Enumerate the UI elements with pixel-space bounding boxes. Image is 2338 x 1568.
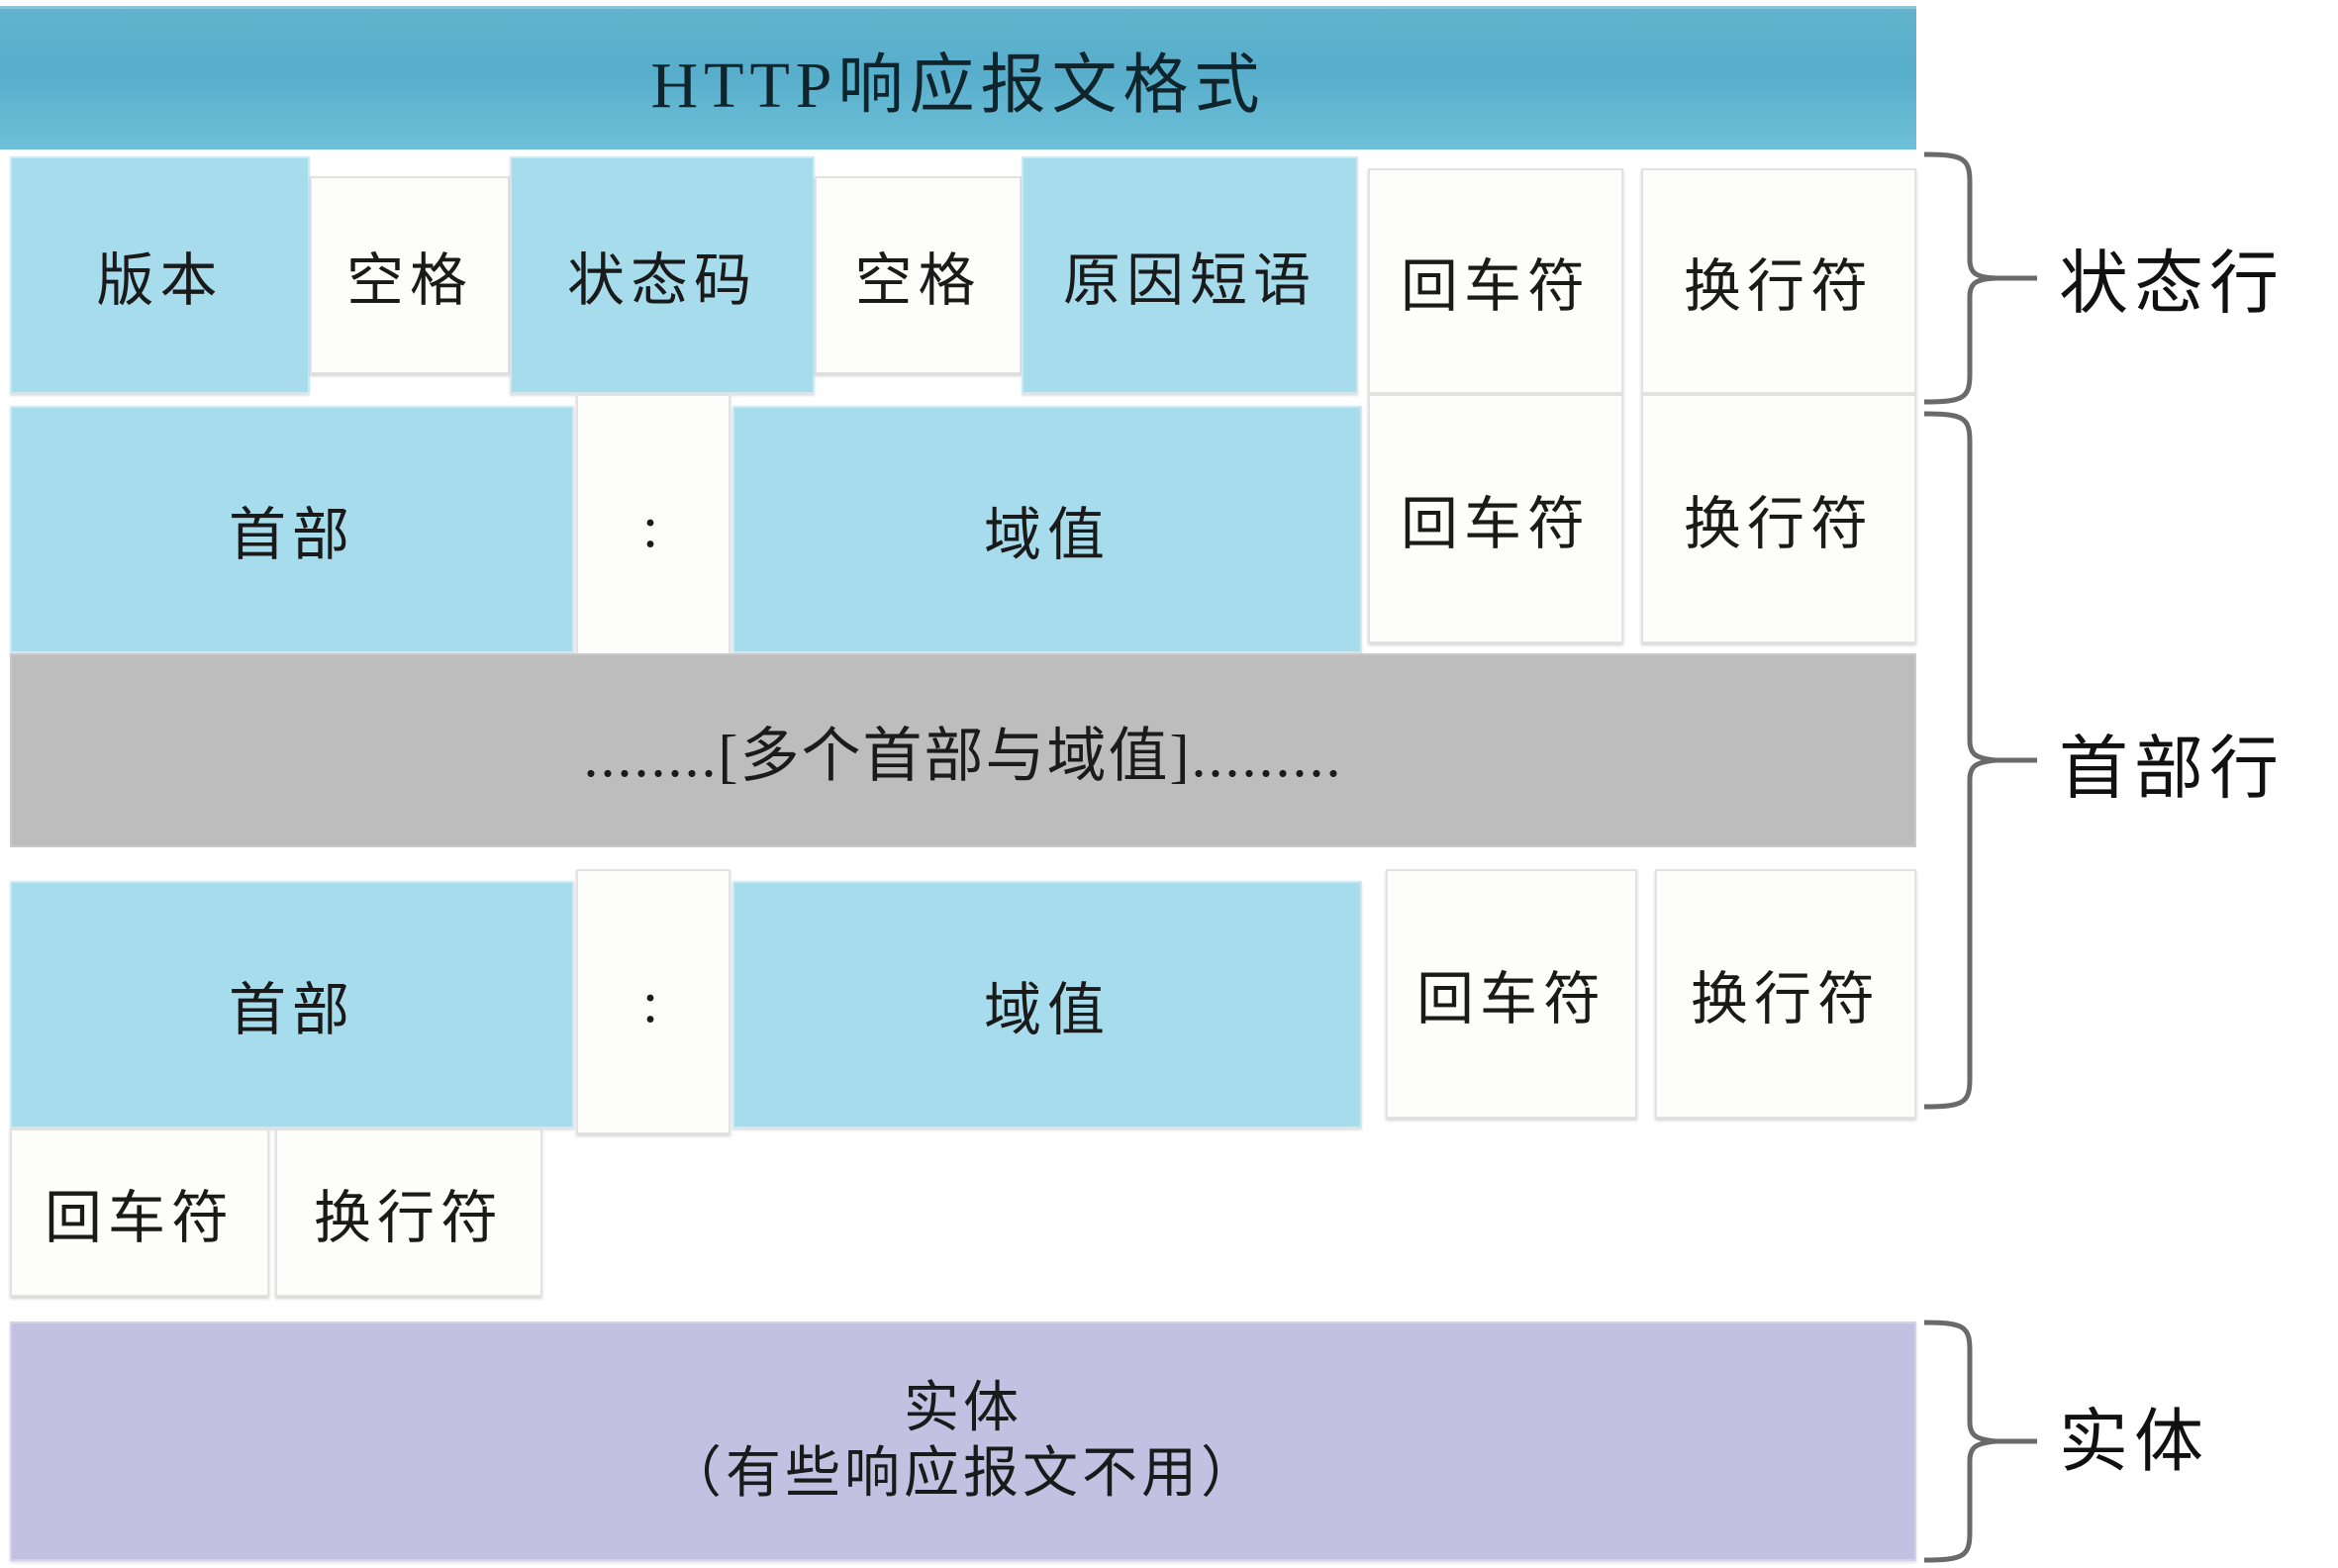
- entity-body-box: 实体 （有些响应报文不用）: [10, 1322, 1916, 1561]
- status-line-cell-lf: 换行符: [1641, 168, 1916, 394]
- header-line-2-cell-lf: 换行符: [1655, 869, 1916, 1119]
- header-lines-brace: [1923, 411, 2037, 1110]
- status-line-cell-space-1: 空格: [310, 176, 510, 374]
- entity-brace: [1923, 1320, 2037, 1563]
- header-line-1-cell-colon: :: [576, 394, 731, 659]
- diagram-title: HTTP响应报文格式: [0, 6, 1916, 149]
- blank-line-cell-cr: 回车符: [10, 1128, 269, 1297]
- header-ellipsis-row: ........[多个首部与域值].........: [10, 653, 1916, 847]
- blank-line-cell-lf: 换行符: [275, 1128, 542, 1297]
- entity-body-line-1: 实体: [904, 1377, 1023, 1439]
- header-line-2-cell-field-value: 域值: [732, 881, 1362, 1128]
- header-line-2-cell-colon: :: [576, 869, 731, 1134]
- group-label-status-line: 状态行: [2059, 246, 2285, 323]
- header-line-1-cell-field-value: 域值: [732, 406, 1362, 653]
- status-line-cell-reason-phrase: 原因短语: [1022, 156, 1358, 394]
- header-line-2-cell-cr: 回车符: [1386, 869, 1637, 1119]
- header-line-1-cell-lf: 换行符: [1641, 394, 1916, 643]
- status-line-cell-version: 版本: [10, 156, 310, 394]
- entity-body-line-2: （有些响应报文不用）: [666, 1443, 1260, 1505]
- header-line-2-cell-header: 首部: [10, 881, 574, 1128]
- group-label-header-lines: 首部行: [2059, 732, 2285, 808]
- status-line-cell-status-code: 状态码: [510, 156, 815, 394]
- header-line-1-cell-cr: 回车符: [1368, 394, 1623, 643]
- header-line-1-cell-header: 首部: [10, 406, 574, 653]
- status-line-cell-cr: 回车符: [1368, 168, 1623, 394]
- status-line-cell-space-2: 空格: [815, 176, 1022, 374]
- group-label-entity: 实体: [2059, 1405, 2209, 1481]
- status-line-brace: [1923, 151, 2037, 405]
